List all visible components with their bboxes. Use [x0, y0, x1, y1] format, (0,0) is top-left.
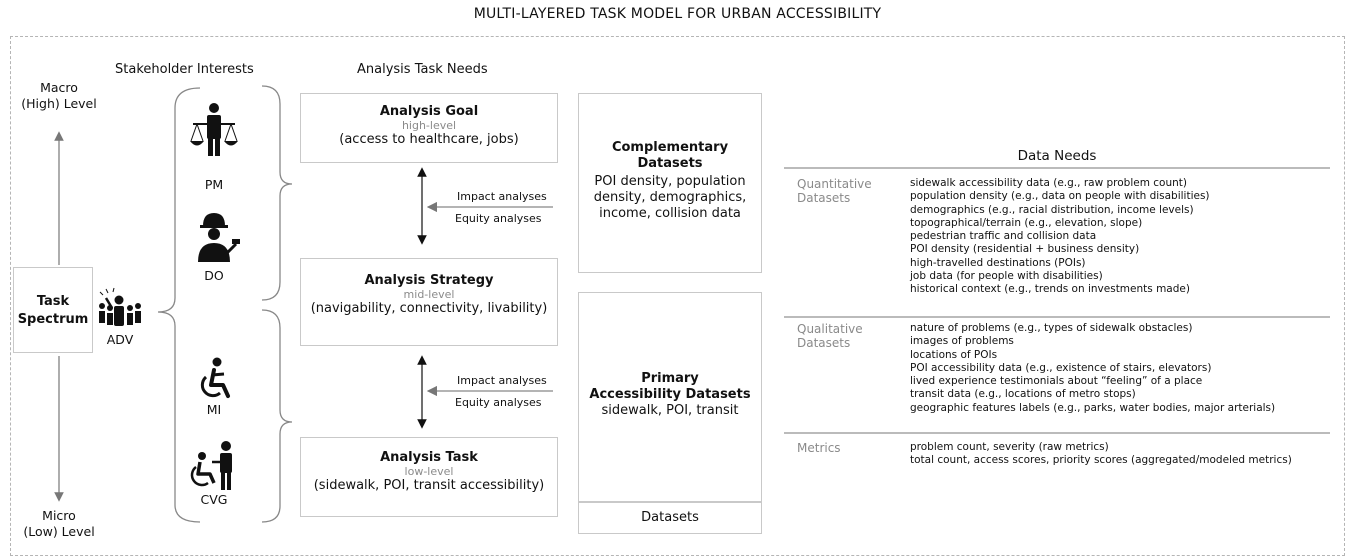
stakeholder-brace	[157, 87, 201, 523]
macro-level-label: Macro (High) Level	[21, 80, 97, 111]
metrics-items: problem count, severity (raw metrics) to…	[910, 441, 1292, 468]
list-item: historical context (e.g., trends on inve…	[910, 283, 1190, 296]
impact-label-1: Impact analyses	[457, 190, 547, 203]
analysis-task-box: Analysis Task low-level (sidewalk, POI, …	[300, 437, 558, 517]
role-label-mi: MI	[206, 402, 222, 417]
equity-label-1: Equity analyses	[455, 212, 542, 225]
data-needs-heading: Data Needs	[1017, 148, 1097, 164]
list-item: problem count, severity (raw metrics)	[910, 441, 1109, 453]
caregiver-icon	[190, 441, 232, 490]
analysis-heading: Analysis Task Needs	[357, 62, 488, 77]
list-item: pedestrian traffic and collision data	[910, 230, 1097, 243]
impact-label-2: Impact analyses	[457, 374, 547, 387]
data-needs-rule-3	[784, 432, 1330, 434]
equity-label-2: Equity analyses	[455, 396, 542, 409]
quantitative-category: Quantitative Datasets	[797, 177, 872, 205]
list-item: POI density (residential + business dens…	[910, 243, 1140, 256]
analysis-strategy-box: Analysis Strategy mid-level (navigabilit…	[300, 258, 558, 346]
role-label-cvg: CVG	[200, 492, 228, 507]
metrics-category: Metrics	[797, 441, 841, 455]
list-item: population density (e.g., data on people…	[910, 190, 1210, 203]
micro-level-label: Micro (Low) Level	[23, 508, 95, 539]
datasets-footer-label: Datasets	[578, 502, 762, 534]
task-spectrum-box: Task Spectrum	[13, 267, 93, 353]
advocate-icon	[99, 287, 141, 326]
list-item: sidewalk accessibility data (e.g., raw p…	[910, 177, 1187, 189]
list-item: transit data (e.g., locations of metro s…	[910, 388, 1136, 401]
list-item: images of problems	[910, 335, 1014, 348]
data-needs-rule-2	[784, 316, 1330, 318]
qualitative-items: nature of problems (e.g., types of sidew…	[910, 322, 1275, 415]
wheelchair-icon	[200, 357, 230, 398]
role-label-do: DO	[204, 268, 224, 283]
list-item: topographical/terrain (e.g., elevation, …	[910, 216, 1143, 229]
policy-maker-icon	[190, 103, 238, 156]
list-item: POI accessibility data (e.g., existence …	[910, 361, 1212, 374]
list-item: total count, access scores, priority sco…	[910, 454, 1292, 467]
list-item: nature of problems (e.g., types of sidew…	[910, 322, 1193, 334]
mi-cvg-brace	[261, 309, 293, 523]
role-label-adv: ADV	[106, 332, 134, 347]
stakeholder-heading: Stakeholder Interests	[115, 62, 254, 77]
list-item: geographic features labels (e.g., parks,…	[910, 401, 1276, 414]
role-label-pm: PM	[204, 177, 224, 192]
data-needs-top-rule	[784, 167, 1330, 169]
department-official-icon	[198, 213, 240, 262]
list-item: job data (for people with disabilities)	[910, 270, 1103, 283]
list-item: high-travelled destinations (POIs)	[910, 256, 1086, 269]
figure-title: MULTI-LAYERED TASK MODEL FOR URBAN ACCES…	[473, 6, 882, 22]
qualitative-category: Qualitative Datasets	[797, 322, 863, 350]
list-item: locations of POIs	[910, 348, 998, 361]
primary-datasets-box: Primary Accessibility Datasets sidewalk,…	[578, 292, 762, 502]
pm-do-brace	[261, 85, 293, 301]
analysis-goal-box: Analysis Goal high-level (access to heal…	[300, 93, 558, 163]
quantitative-items: sidewalk accessibility data (e.g., raw p…	[910, 177, 1210, 297]
list-item: lived experience testimonials about “fee…	[910, 375, 1203, 388]
complementary-datasets-box: Complementary Datasets POI density, popu…	[578, 93, 762, 273]
list-item: demographics (e.g., racial distribution,…	[910, 203, 1194, 216]
